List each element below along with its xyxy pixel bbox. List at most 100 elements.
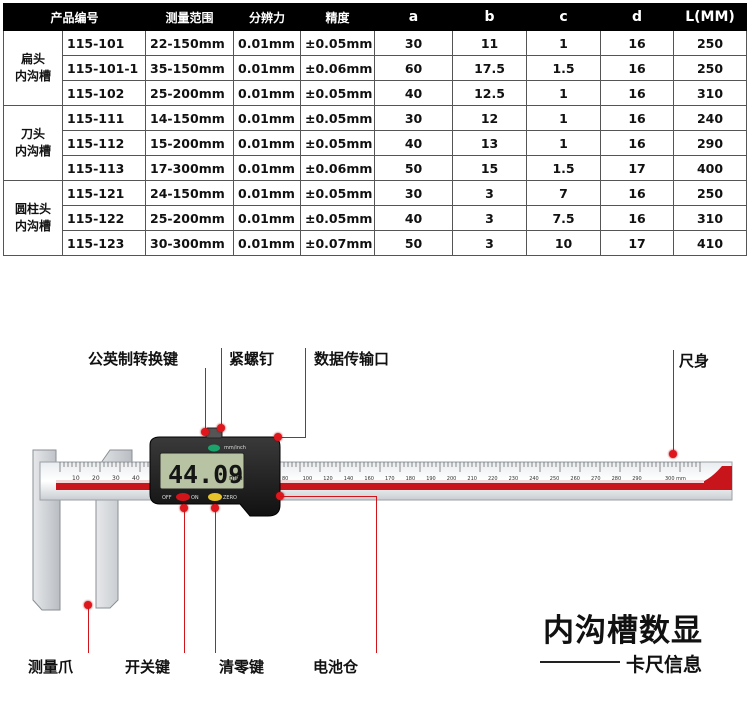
table-cell: 0.01mm — [233, 205, 302, 231]
on-label: ON — [191, 495, 199, 501]
scale-label: 260 — [570, 476, 580, 482]
table-cell: 16 — [600, 30, 675, 56]
callout-battery: 电池仓 — [313, 658, 359, 676]
table-cell: ±0.05mm — [300, 105, 376, 131]
table-cell: ±0.05mm — [300, 180, 376, 206]
group-label: 圆柱头内沟槽 — [3, 180, 63, 256]
table-cell: 250 — [673, 55, 748, 81]
table-cell: 1 — [526, 105, 602, 131]
scale-label: 280 — [612, 476, 622, 482]
lcd-value: 44.09 — [168, 460, 243, 489]
scale-label: 80 — [282, 476, 288, 482]
callout-power-key: 开关键 — [125, 658, 171, 676]
scale-label: 190 — [426, 476, 436, 482]
zero-label: ZERO — [223, 495, 237, 501]
scale-label: 200 — [447, 476, 457, 482]
scale-label: 220 — [488, 476, 498, 482]
table-cell: 115-112 — [61, 130, 147, 156]
table-cell: 14-150mm — [145, 105, 235, 131]
scale-label: 40 — [132, 475, 140, 482]
scale-label: 170 — [385, 476, 395, 482]
table-cell: 50 — [374, 230, 454, 256]
table-cell: 3 — [452, 230, 528, 256]
end-mark: 300 mm — [665, 476, 686, 482]
table-cell: ±0.05mm — [300, 80, 376, 106]
table-cell: 17 — [600, 230, 675, 256]
table-cell: 15 — [452, 155, 528, 181]
table-cell: 35-150mm — [145, 55, 235, 81]
table-cell: 17.5 — [452, 55, 528, 81]
table-cell: 30 — [374, 105, 454, 131]
zero-button — [208, 493, 222, 501]
scale-label: 290 — [632, 476, 642, 482]
table-cell: 115-123 — [61, 230, 147, 256]
callout-zero-key: 清零键 — [219, 658, 265, 676]
table-cell: 24-150mm — [145, 180, 235, 206]
group-label: 刀头内沟槽 — [3, 105, 63, 181]
col-header-d: d — [600, 3, 675, 31]
callout-lock-screw: 紧螺钉 — [229, 350, 275, 368]
table-cell: 1 — [526, 80, 602, 106]
table-cell: 1 — [526, 130, 602, 156]
table-cell: 0.01mm — [233, 230, 302, 256]
table-cell: ±0.05mm — [300, 130, 376, 156]
table-cell: 0.01mm — [233, 180, 302, 206]
table-cell: 0.01mm — [233, 105, 302, 131]
scale-label: 10 — [72, 475, 80, 482]
table-cell: 16 — [600, 55, 675, 81]
brand-divider — [540, 661, 620, 663]
table-cell: ±0.07mm — [300, 230, 376, 256]
unit-switch-button — [208, 444, 220, 452]
scale-left-labels: 10 20 30 40 — [72, 475, 140, 482]
col-header-b: b — [452, 3, 528, 31]
table-cell: 0.01mm — [233, 80, 302, 106]
scale-label: 230 — [509, 476, 519, 482]
col-header-length: L(MM) — [673, 3, 748, 31]
col-header-a: a — [374, 3, 454, 31]
scale-label: 160 — [364, 476, 374, 482]
table-cell: 30-300mm — [145, 230, 235, 256]
table-cell: 115-113 — [61, 155, 147, 181]
table-cell: 1.5 — [526, 155, 602, 181]
table-cell: ±0.06mm — [300, 155, 376, 181]
lcd-unit: mm — [229, 474, 243, 482]
callout-data-port: 数据传输口 — [314, 350, 390, 368]
power-button — [176, 493, 190, 501]
table-cell: 17-300mm — [145, 155, 235, 181]
table-cell: 13 — [452, 130, 528, 156]
scale-label: 30 — [112, 475, 120, 482]
table-cell: 310 — [673, 80, 748, 106]
col-header-model: 产品编号 — [2, 3, 147, 31]
callout-unit-switch: 公英制转换键 — [88, 350, 179, 368]
scale-label: 120 — [323, 476, 333, 482]
callout-ruler-body: 尺身 — [679, 352, 710, 370]
scale-label: 140 — [344, 476, 354, 482]
table-cell: 11 — [452, 30, 528, 56]
table-cell: 115-121 — [61, 180, 147, 206]
table-cell: 16 — [600, 80, 675, 106]
brand-subtitle: 卡尺信息 — [626, 654, 703, 676]
scale-label: 20 — [92, 475, 100, 482]
brand-title: 内沟槽数显 — [543, 613, 703, 649]
scale-label: 210 — [467, 476, 477, 482]
table-cell: ±0.05mm — [300, 30, 376, 56]
table-cell: 25-200mm — [145, 205, 235, 231]
callout-jaw: 测量爪 — [28, 658, 74, 676]
scale-label: 100 — [303, 476, 313, 482]
table-cell: 290 — [673, 130, 748, 156]
table-cell: 16 — [600, 105, 675, 131]
table-cell: 40 — [374, 130, 454, 156]
table-cell: ±0.05mm — [300, 205, 376, 231]
lcd-screen — [159, 452, 245, 490]
mm-inch-label: mm/inch — [224, 445, 246, 451]
table-cell: 410 — [673, 230, 748, 256]
